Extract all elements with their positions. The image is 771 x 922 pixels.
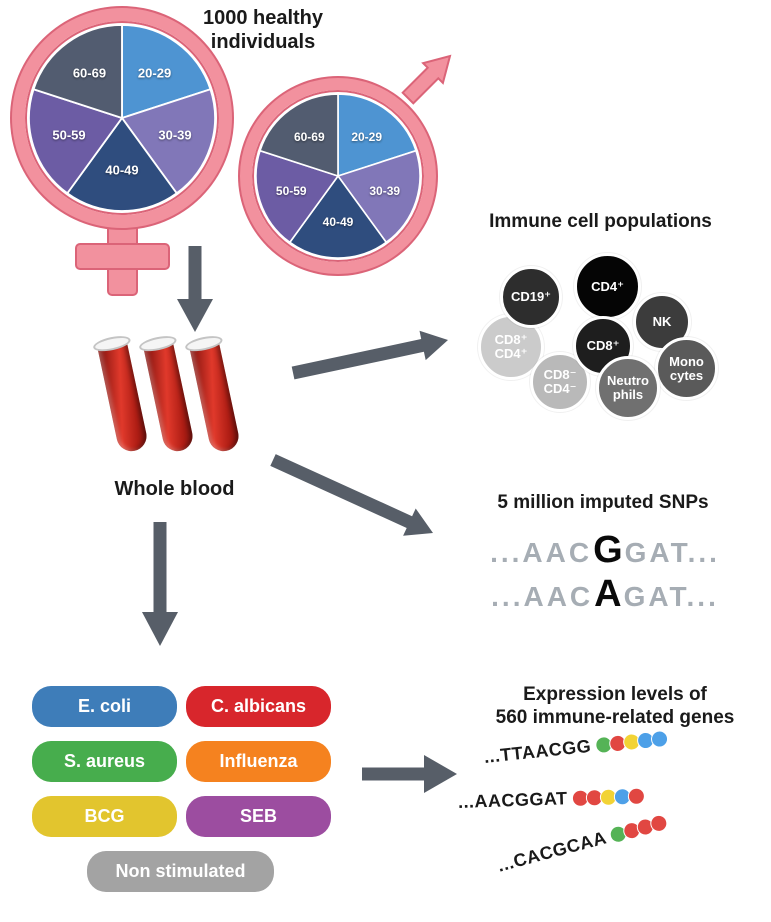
stimulus-label: Non stimulated [115, 861, 246, 881]
age-label-50-59: 50-59 [275, 183, 307, 198]
arrow-shaft [188, 246, 202, 301]
stimulus-label: BCG [84, 806, 125, 826]
stimulus-label: Influenza [219, 751, 298, 771]
stimulus-label: E. coli [77, 696, 131, 716]
cell-label: Mono cytes [669, 353, 704, 383]
arrow-individuals-to-blood [177, 246, 213, 332]
pie-slice-40-49 [66, 116, 178, 211]
cell-cd19: CD19⁺ [500, 266, 562, 328]
female-cross-horizontal [75, 243, 170, 270]
stimulus-ecoli: E. coli [32, 686, 177, 727]
snp-seq-pre: ...AAC [491, 581, 594, 612]
arrow-shape [270, 454, 433, 536]
snp-sequence-row: ...AACGGAT... [440, 528, 770, 572]
gene-sequence: ...AACGGAT [457, 788, 568, 812]
arrow-blood-to-cells [291, 330, 448, 380]
age-label-40-49: 40-49 [322, 214, 354, 229]
cell-label: Neutro phils [607, 373, 649, 402]
pie-slice-60-69 [32, 25, 123, 120]
snp-seq-post: GAT... [624, 537, 720, 568]
expression-dot [649, 729, 669, 749]
gene-sequence: ...TTAACGG [482, 735, 593, 767]
cell-monocytes: Mono cytes [655, 337, 718, 400]
arrow-shaft [362, 767, 426, 781]
pie-slice-40-49 [288, 174, 388, 258]
age-label-30-39: 30-39 [158, 127, 192, 143]
pie-slice-30-39 [120, 88, 215, 195]
age-label-20-29: 20-29 [351, 129, 383, 144]
arrow-shape [291, 330, 448, 380]
male-arrow-icon [401, 54, 452, 105]
gene-sequence: ...CACGCAA [495, 827, 609, 876]
cell-label: CD8⁺ CD4⁺ [494, 332, 528, 361]
arrow-head [177, 299, 213, 332]
expression-sequence-row: ...CACGCAA [495, 811, 670, 877]
stimulus-saureus: S. aureus [32, 741, 177, 782]
age-pie-chart [29, 25, 215, 211]
immune-populations-title: Immune cell populations [489, 211, 712, 232]
stimulus-label: C. albicans [210, 696, 307, 716]
snp-seq-post: GAT... [623, 581, 719, 612]
age-label-30-39: 30-39 [369, 183, 401, 198]
male-arrow-shape [401, 54, 452, 105]
arrow-stimuli-to-expression [362, 755, 457, 793]
cell-cd8neg-cd4neg: CD8⁻ CD4⁻ [530, 352, 590, 412]
cell-label: CD19⁺ [510, 289, 552, 305]
age-label-60-69: 60-69 [72, 65, 107, 81]
snps-title: 5 million imputed SNPs [497, 492, 709, 513]
stimulus-calbicans: C. albicans [186, 686, 331, 727]
expression-dot [627, 787, 645, 806]
age-pie-chart [256, 94, 420, 258]
cell-label: CD8⁺ [586, 338, 620, 354]
snp-sequence-row: ...AACAGAT... [440, 572, 770, 616]
cell-neutrophils: Neutro phils [596, 356, 660, 420]
pie-slice-20-29 [337, 94, 418, 178]
stimulus-influenza: Influenza [186, 741, 331, 782]
pie-slice-50-59 [256, 149, 340, 244]
stimulus-label: SEB [239, 806, 277, 826]
snp-seq-pre: ...AAC [490, 537, 593, 568]
blood-tubes [91, 333, 268, 466]
female-age-pie: 20-29 30-39 40-49 50-59 60-69 [29, 25, 215, 211]
stimulus-bcg: BCG [32, 796, 177, 837]
arrow-shaft [153, 522, 167, 614]
arrow-blood-to-stimuli [142, 522, 178, 646]
arrow-head [424, 755, 457, 793]
age-label-60-69: 60-69 [293, 129, 325, 144]
cell-label: NK [652, 314, 672, 330]
expression-sequence-row: ...TTAACGG [483, 728, 669, 768]
female-ring: 20-29 30-39 40-49 50-59 60-69 [12, 8, 232, 228]
pie-slice-60-69 [258, 94, 339, 178]
male-ring: 20-29 30-39 40-49 50-59 60-69 [240, 78, 436, 274]
pie-slice-20-29 [121, 25, 212, 120]
stimulus-non-stimulated: Non stimulated [87, 851, 274, 892]
age-label-40-49: 40-49 [105, 162, 139, 178]
cell-label: CD4⁺ [591, 278, 624, 294]
whole-blood-label: Whole blood [114, 478, 235, 500]
expression-sequence-row: ...AACGGAT [458, 785, 645, 813]
cohort-title: 1000 healthy individuals [202, 7, 324, 53]
pie-slice-30-39 [336, 149, 420, 244]
arrow-blood-to-snps [270, 454, 433, 536]
age-label-20-29: 20-29 [137, 65, 172, 81]
cell-cd4: CD4⁺ [574, 253, 641, 320]
arrow-head [142, 612, 178, 646]
pie-slice-50-59 [29, 88, 124, 195]
stimulus-label: S. aureus [63, 751, 146, 771]
cell-label: CD8⁻ CD4⁻ [543, 367, 577, 396]
age-label-50-59: 50-59 [52, 127, 86, 143]
snp-sequences: ...AACGGAT... ...AACAGAT... [440, 528, 770, 616]
snp-variant-allele: G [593, 529, 624, 571]
expression-title: Expression levels of 560 immune-related … [495, 684, 735, 728]
male-age-pie: 20-29 30-39 40-49 50-59 60-69 [256, 94, 420, 258]
stimulus-seb: SEB [186, 796, 331, 837]
snp-variant-allele: A [594, 573, 623, 615]
